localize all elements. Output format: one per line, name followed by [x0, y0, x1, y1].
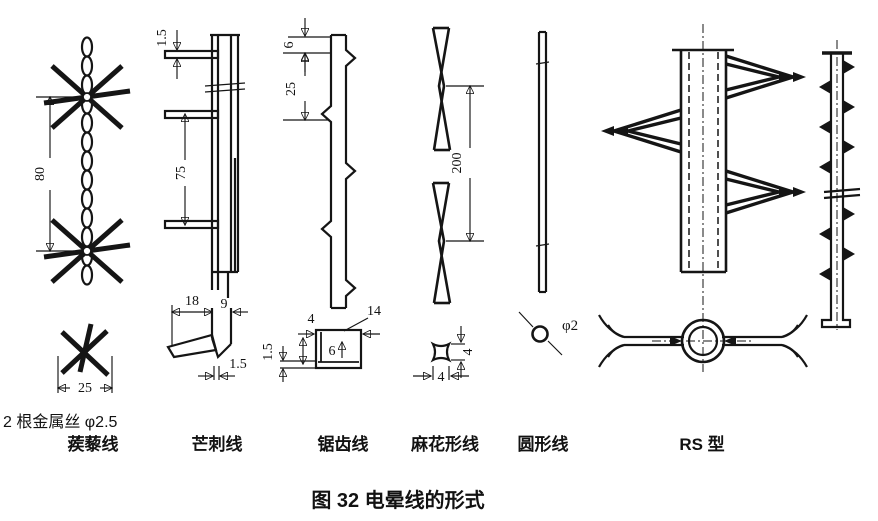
dim-label-4-height: 4	[461, 349, 476, 356]
dim-label-25: 25	[78, 381, 92, 396]
caltrop-detail	[60, 323, 110, 377]
star-barb	[43, 64, 131, 130]
dim-1p5-wall: 1.5	[261, 343, 316, 382]
rs-wire-drawing	[598, 24, 861, 372]
label-mangci: 芒刺线	[192, 434, 243, 454]
yuanxing-wire-drawing: φ2	[518, 30, 578, 356]
dim-label-6-tooth: 6	[282, 42, 297, 49]
rs-barb-cluster-left	[601, 108, 682, 154]
dim-label-4-lip: 4	[308, 312, 315, 327]
dim-label-9: 9	[221, 297, 228, 312]
dim-25: 25	[58, 356, 112, 396]
dim-4-width: 4	[413, 366, 469, 385]
note-two-wires: 2 根金属丝 φ2.5	[3, 413, 118, 431]
label-mahua: 麻花形线	[410, 434, 479, 454]
twisted-chain	[80, 36, 94, 286]
dim-label-phi2: φ2	[562, 318, 578, 334]
figure-caption: 图 32 电晕线的形式	[311, 488, 484, 512]
dim-80: 80	[33, 97, 78, 251]
label-jili: 蒺藜线	[68, 434, 119, 454]
dim-6-tooth: 6	[282, 18, 331, 72]
dim-label-14: 14	[367, 304, 381, 319]
dim-label-1p5-top: 1.5	[155, 29, 170, 47]
dim-4-height: 4	[451, 326, 476, 378]
dim-label-1p5-wall: 1.5	[261, 343, 276, 361]
label-yuanxing: 圆形线	[518, 434, 569, 454]
dim-label-200: 200	[450, 153, 465, 174]
dim-label-1p5-bottom: 1.5	[229, 357, 247, 372]
dim-1p5-bottom: 1.5	[198, 357, 247, 380]
dim-4-lip: 4	[298, 312, 315, 364]
sawtooth-strip	[320, 33, 357, 310]
label-juchi: 锯齿线	[318, 434, 369, 454]
dim-18: 18	[172, 294, 212, 345]
twist-segment-bottom	[431, 181, 452, 305]
dim-25-pitch: 25	[283, 53, 329, 120]
dim-label-80: 80	[33, 167, 48, 181]
dim-1p5-top: 1.5	[155, 29, 177, 79]
mahua-section	[430, 341, 452, 363]
strip-body	[163, 33, 246, 298]
dim-14: 14	[343, 304, 381, 334]
wire-labels: 2 根金属丝 φ2.5 蒺藜线 芒刺线 锯齿线 麻花形线 圆形线 RS 型	[3, 413, 725, 454]
rs-barb-cluster-right-1	[725, 54, 806, 100]
dim-200: 200	[446, 86, 484, 241]
juchi-wire-drawing: 6 25 4 14 6	[261, 18, 381, 382]
rod-section: φ2	[518, 311, 578, 356]
dim-label-18: 18	[185, 294, 199, 309]
rs-side-profile	[819, 40, 861, 330]
dim-75: 75	[174, 114, 189, 225]
dim-label-4-width: 4	[438, 370, 445, 385]
round-rod	[535, 30, 550, 294]
mangci-wire-drawing: 1.5 75 18 9 1.5	[155, 29, 248, 380]
jili-wire-drawing: 80 25	[33, 36, 131, 396]
mahua-wire-drawing: 200 4 4	[413, 26, 484, 385]
twist-segment-top	[431, 26, 452, 152]
rs-top-view	[598, 314, 808, 368]
rs-barb-cluster-right-2	[725, 169, 806, 215]
juchi-section	[314, 328, 363, 370]
dim-label-75: 75	[174, 166, 189, 180]
dim-label-6-depth: 6	[329, 344, 336, 359]
dim-6-depth: 6	[329, 342, 343, 359]
dim-9: 9	[221, 297, 248, 312]
dim-label-25-pitch: 25	[284, 82, 299, 96]
mangci-section	[166, 308, 233, 360]
rs-tube	[672, 48, 734, 274]
label-rs: RS 型	[679, 434, 724, 454]
